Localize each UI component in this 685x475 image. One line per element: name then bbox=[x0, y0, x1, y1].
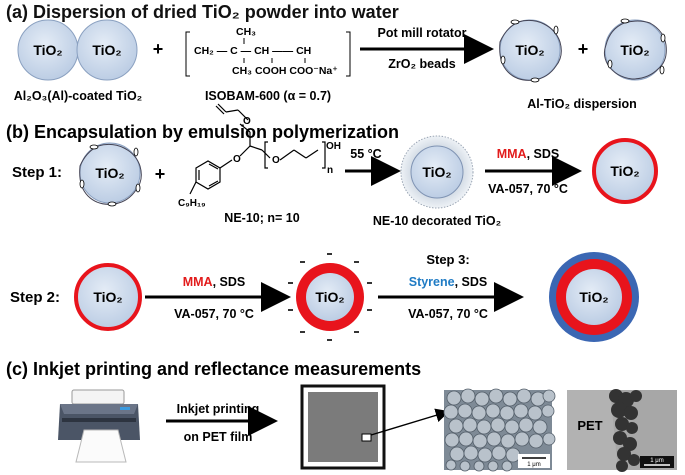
particle-label: TiO₂ bbox=[620, 42, 649, 58]
printed-film bbox=[300, 384, 386, 470]
particle-label: TiO₂ bbox=[95, 165, 124, 181]
pmma-shell-particle bbox=[592, 138, 658, 204]
tio2-particle-pair bbox=[17, 19, 138, 81]
decorated-caption: NE-10 decorated TiO₂ bbox=[373, 214, 501, 228]
tem-scale-label: 1 μm bbox=[650, 458, 663, 464]
step1-label: Step 1: bbox=[12, 164, 62, 181]
particle-label: TiO₂ bbox=[315, 289, 344, 305]
sem-scale-label: 1 μm bbox=[527, 462, 540, 468]
ne10-c9: C₉H₁₉ bbox=[178, 198, 206, 209]
ps-pmma-shell-particle bbox=[549, 252, 639, 342]
dispersed-particle-1 bbox=[499, 19, 562, 83]
particle-label: TiO₂ bbox=[515, 42, 544, 58]
initiator-label: VA-057, 70 °C bbox=[408, 307, 488, 321]
sds-label: , SDS bbox=[527, 147, 560, 161]
section-c-title: (c) Inkjet printing and reflectance meas… bbox=[6, 359, 421, 379]
particle-label: TiO₂ bbox=[610, 163, 639, 179]
tem-image bbox=[567, 389, 677, 472]
section-b-title: (b) Encapsulation by emulsion polymeriza… bbox=[6, 122, 399, 142]
ne10-n: n bbox=[327, 165, 333, 176]
particle-label: TiO₂ bbox=[422, 164, 451, 180]
step2-start-particle bbox=[74, 263, 142, 331]
particle-label: TiO₂ bbox=[92, 42, 121, 58]
dispersed-particle-2 bbox=[603, 18, 667, 81]
particle-label: TiO₂ bbox=[93, 289, 122, 305]
ne10-structure bbox=[189, 103, 326, 195]
struct-backbone: CH₂ — C — CH —— CH bbox=[194, 45, 311, 57]
svg-text:O: O bbox=[272, 155, 280, 166]
zoom-arrow bbox=[370, 408, 450, 436]
step1-dispersed-particle bbox=[79, 142, 142, 207]
arrow-a-bottom: ZrO₂ beads bbox=[388, 57, 455, 71]
plus-sign: + bbox=[578, 39, 589, 59]
charged-thick-shell-particle bbox=[288, 253, 372, 341]
isobam-structure: CH₃ CH₂ — C — CH —— CH CH₃ COOH COO⁻Na⁺ bbox=[185, 26, 351, 77]
svg-text:MMA, SDS: MMA, SDS bbox=[497, 147, 560, 161]
plus-sign: + bbox=[155, 164, 166, 184]
right-caption: Al-TiO₂ dispersion bbox=[527, 97, 637, 111]
plus-sign: + bbox=[153, 39, 164, 59]
printer-icon bbox=[58, 389, 140, 463]
pet-label: PET bbox=[577, 418, 602, 433]
ne10-caption: NE-10; n= 10 bbox=[224, 211, 299, 225]
ne10-decorated-particle bbox=[400, 135, 474, 209]
arrow-c-top: Inkjet printing bbox=[177, 402, 260, 416]
sds-label: , SDS bbox=[213, 275, 246, 289]
mma-label: MMA bbox=[183, 275, 213, 289]
particle-label: TiO₂ bbox=[579, 289, 608, 305]
left-caption: Al₂O₃(Al)-coated TiO₂ bbox=[14, 89, 142, 103]
svg-text:O: O bbox=[243, 116, 251, 127]
svg-text:MMA, SDS: MMA, SDS bbox=[183, 275, 246, 289]
svg-text:Styrene, SDS: Styrene, SDS bbox=[409, 275, 488, 289]
step2-label: Step 2: bbox=[10, 289, 60, 306]
svg-text:O: O bbox=[233, 154, 241, 165]
initiator-label: VA-057, 70 °C bbox=[488, 182, 568, 196]
particle-label: TiO₂ bbox=[33, 42, 62, 58]
section-a-title: (a) Dispersion of dried TiO₂ powder into… bbox=[6, 2, 399, 22]
styrene-label: Styrene bbox=[409, 275, 455, 289]
struct-subs: CH₃ COOH COO⁻Na⁺ bbox=[232, 65, 338, 77]
struct-ch3-top: CH₃ bbox=[236, 26, 256, 38]
ne10-oh: OH bbox=[326, 141, 341, 152]
initiator-label: VA-057, 70 °C bbox=[174, 307, 254, 321]
sds-label: , SDS bbox=[455, 275, 488, 289]
step3-label: Step 3: bbox=[426, 252, 469, 267]
mma-label: MMA bbox=[497, 147, 527, 161]
arrow-a-top: Pot mill rotator bbox=[378, 26, 467, 40]
polymer-caption: ISOBAM-600 (α = 0.7) bbox=[205, 89, 331, 103]
arrow-b1-top: 55 °C bbox=[350, 147, 381, 161]
arrow-c-bottom: on PET film bbox=[184, 430, 253, 444]
sem-image bbox=[443, 388, 556, 472]
